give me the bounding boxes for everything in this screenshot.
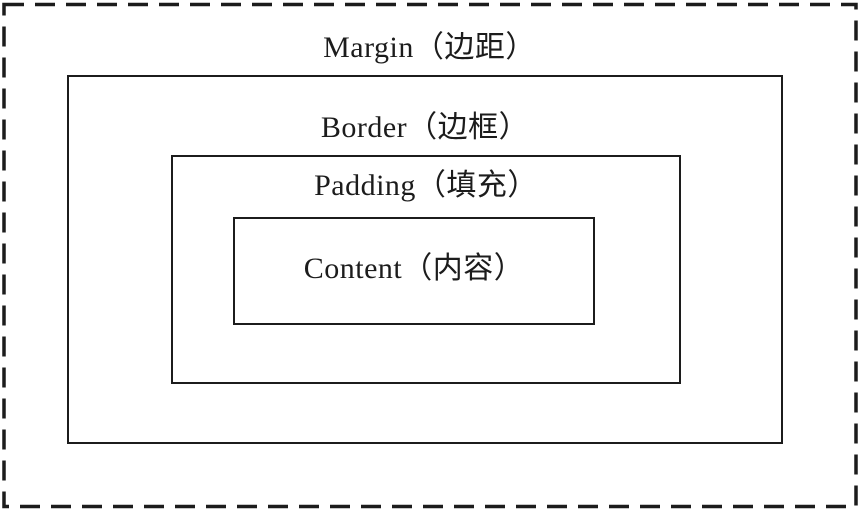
padding-label: Padding（填充）	[314, 169, 538, 202]
border-box	[67, 75, 783, 444]
margin-label: Margin（边距）	[323, 31, 536, 64]
content-box	[233, 217, 595, 325]
border-label: Border（边框）	[320, 111, 530, 144]
content-label: Content（内容）	[303, 252, 525, 285]
padding-box	[171, 155, 681, 384]
